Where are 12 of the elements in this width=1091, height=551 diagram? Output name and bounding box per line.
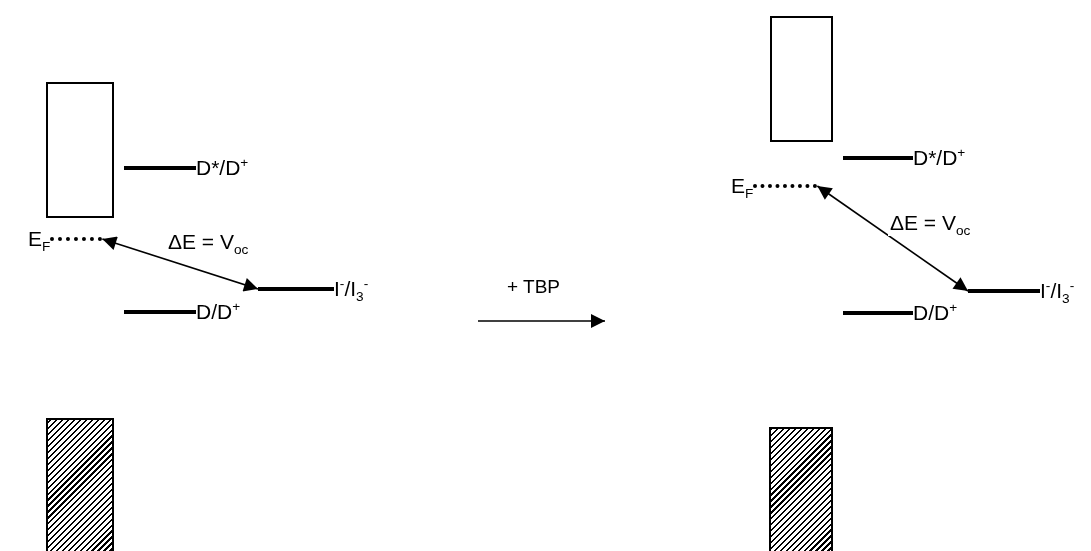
level-label: D*/D$^{+}$ — [196, 154, 249, 181]
level-label: D/D$^{+}$ — [196, 298, 241, 325]
level-label: D*/D$^{+}$ — [913, 144, 966, 171]
level-label: E$_{F}$ — [28, 226, 51, 254]
band-box — [770, 16, 833, 142]
double-headed-arrow — [816, 185, 969, 292]
level-label: E$_{F}$ — [731, 173, 754, 201]
level-label: D/D$^{+}$ — [913, 299, 958, 326]
band-box — [46, 82, 114, 218]
hatched-band-box — [769, 427, 833, 551]
hatched-band-box — [46, 418, 114, 551]
double-headed-arrow — [101, 236, 259, 292]
